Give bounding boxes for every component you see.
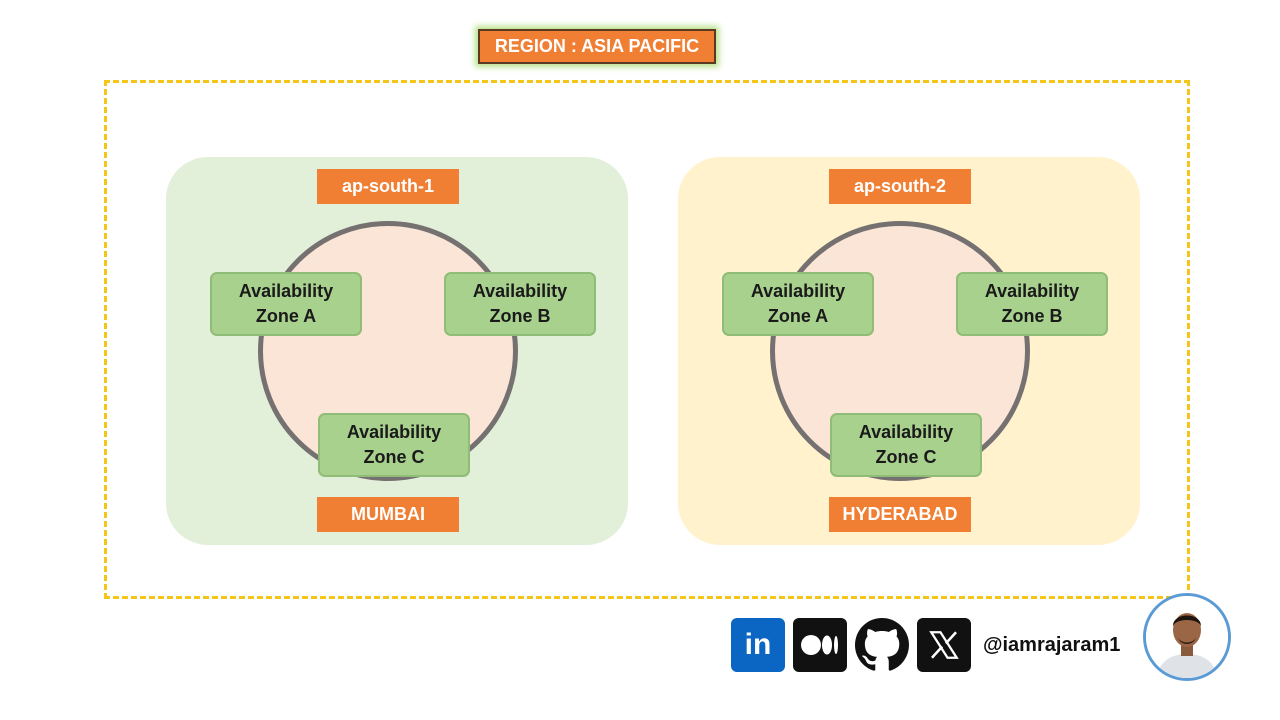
profile-photo [1146,596,1228,678]
availability-zone-c: Availability Zone C [830,413,982,477]
region-label: REGION : ASIA PACIFIC [478,29,716,64]
region-code-label: ap-south-1 [317,169,459,204]
zone-label-line1: Availability [472,281,568,301]
zone-label-line2: Zone C [875,447,937,467]
region-panel-hyderabad: ap-south-2 Availability Zone A Availabil… [678,157,1140,545]
zone-label-line2: Zone C [363,447,425,467]
medium-icon[interactable] [793,618,847,672]
zone-label-line2: Zone A [255,306,317,326]
region-boundary [104,80,1190,599]
zone-label-line2: Zone A [767,306,829,326]
availability-zone-b: Availability Zone B [444,272,596,336]
availability-zone-a: Availability Zone A [722,272,874,336]
x-logo [929,631,959,659]
availability-zone-c: Availability Zone C [318,413,470,477]
zone-label-line1: Availability [346,422,442,442]
city-label: MUMBAI [317,497,459,532]
zone-label-line1: Availability [984,281,1080,301]
x-icon[interactable] [917,618,971,672]
availability-zone-ring [770,221,1030,481]
zone-label-line1: Availability [238,281,334,301]
github-logo [855,618,909,671]
social-handle[interactable]: @iamrajaram1 [983,633,1121,656]
availability-zone-b: Availability Zone B [956,272,1108,336]
region-panel-mumbai: ap-south-1 Availability Zone A Availabil… [166,157,628,545]
zone-label-line1: Availability [858,422,954,442]
linkedin-logo-text: in [744,628,772,661]
city-label: HYDERABAD [829,497,971,532]
avatar [1143,593,1231,681]
social-footer: in @iamrajaram1 [731,617,1120,673]
zone-label-line1: Availability [750,281,846,301]
linkedin-icon[interactable]: in [731,618,785,672]
github-icon[interactable] [855,618,909,672]
zone-label-line2: Zone B [1001,306,1063,326]
region-code-label: ap-south-2 [829,169,971,204]
medium-logo [801,635,838,655]
availability-zone-a: Availability Zone A [210,272,362,336]
zone-label-line2: Zone B [489,306,551,326]
